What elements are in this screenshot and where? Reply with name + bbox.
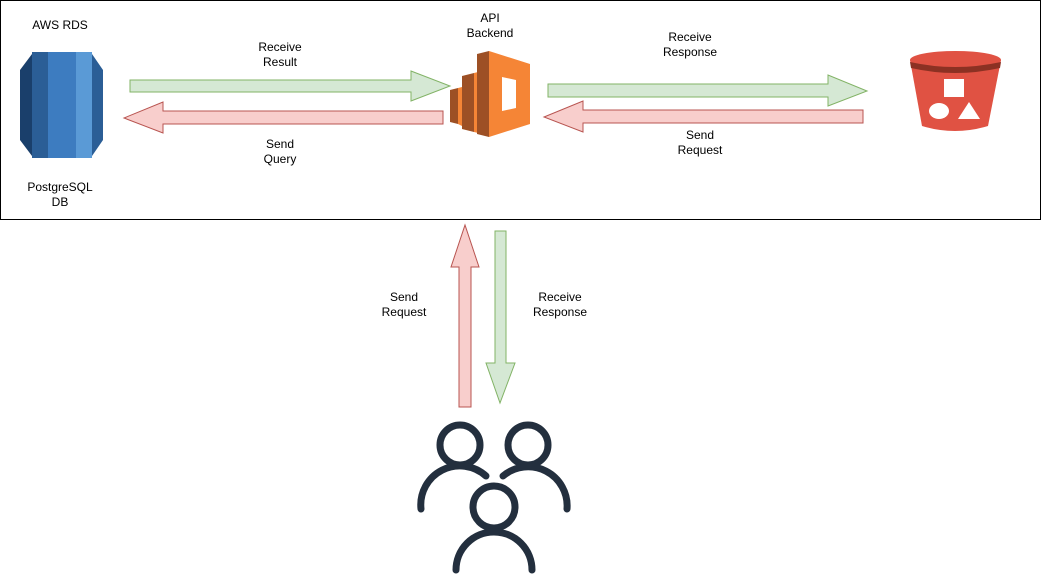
send-query-label: Send Query (263, 137, 297, 166)
send-request-bucket-label: Send Request (677, 128, 723, 157)
send-request-users-arrow (450, 223, 480, 408)
rds-title-label: AWS RDS (32, 18, 88, 32)
send-request-users-label: Send Request (381, 290, 427, 319)
receive-result-arrow (129, 70, 452, 102)
api-title-label: API Backend (466, 11, 514, 40)
s3-bucket-icon (910, 51, 1001, 131)
send-request-bucket-arrow (542, 100, 864, 133)
receive-response-bucket-label: Receive Response (662, 30, 718, 59)
receive-response-users-arrow (485, 230, 516, 405)
receive-result-label: Receive Result (258, 40, 302, 69)
send-query-arrow (122, 101, 444, 134)
receive-response-users-label: Receive Response (532, 290, 588, 319)
receive-response-bucket-arrow (547, 74, 869, 107)
rds-caption-label: PostgreSQL DB (27, 180, 93, 209)
aws-compute-icon (450, 51, 530, 137)
users-group-icon (417, 421, 571, 574)
aws-rds-database-icon (20, 52, 103, 158)
